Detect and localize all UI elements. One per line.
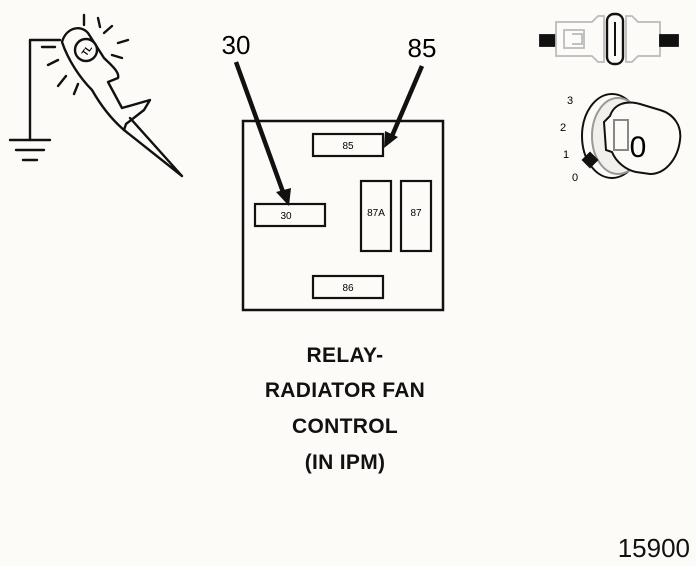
- terminal-86-label: 86: [342, 283, 354, 294]
- terminal-85-label: 85: [342, 141, 354, 152]
- caption-line-2: RADIATOR FAN: [264, 379, 426, 402]
- caption-line-4: (IN IPM): [304, 451, 386, 474]
- ignition-key-label: 0: [630, 131, 647, 164]
- caption-line-3: CONTROL: [292, 415, 398, 438]
- connector-icon: [539, 12, 679, 66]
- ignition-position-2: 2: [560, 122, 566, 134]
- callout-85-label: 85: [408, 33, 437, 63]
- caption-line-1: RELAY-: [306, 344, 384, 367]
- terminal-30-label: 30: [280, 211, 292, 222]
- terminal-85: [311, 132, 385, 158]
- arrow-85-to-terminal: [384, 65, 425, 148]
- arrow-30-to-terminal: [233, 61, 291, 206]
- terminal-87: [399, 179, 433, 253]
- terminal-86: [311, 274, 385, 300]
- ignition-position-1: 1: [563, 149, 569, 161]
- relay-outline: [241, 119, 445, 312]
- ignition-position-0: 0: [572, 172, 578, 184]
- callout-30-label: 30: [222, 30, 251, 60]
- ignition-key-icon: [581, 93, 682, 179]
- ground-symbol-icon: [8, 138, 52, 162]
- terminal-87a-label: 87A: [367, 208, 385, 219]
- terminal-87-label: 87: [410, 208, 422, 219]
- figure-number: 15900: [617, 533, 690, 563]
- terminal-87a: [359, 179, 393, 253]
- terminal-30: [253, 202, 327, 228]
- test-light-icon: [8, 13, 184, 178]
- ignition-position-3: 3: [567, 95, 573, 107]
